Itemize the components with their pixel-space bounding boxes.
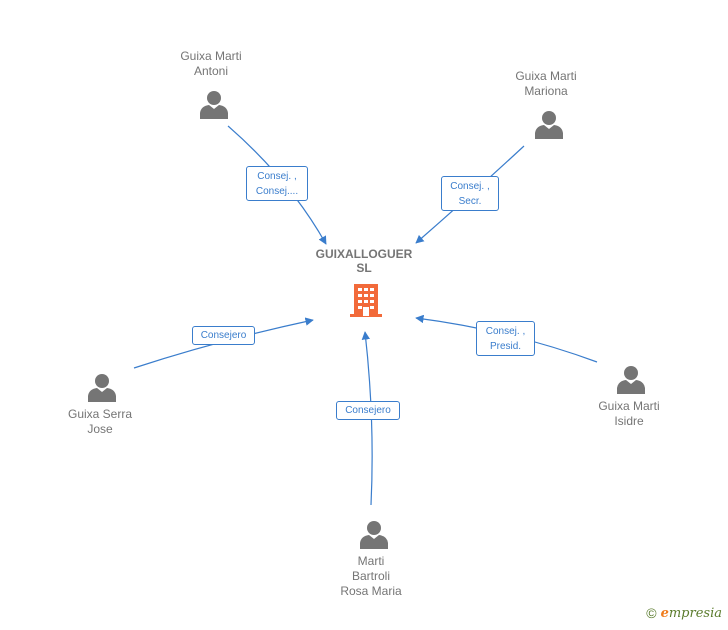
person-name-rosa[interactable]: Marti Bartroli Rosa Maria — [311, 554, 431, 599]
building-icon[interactable] — [350, 283, 382, 318]
edge-label-rosa[interactable]: Consejero — [336, 401, 400, 420]
edge-label-line: Consej. , — [257, 171, 297, 182]
person-name-line: Mariona — [524, 84, 568, 98]
edge-label-isidre[interactable]: Consej. , Presid. — [476, 321, 535, 356]
company-name[interactable]: GUIXALLOGUER SL — [300, 247, 428, 275]
person-name-isidre[interactable]: Guixa Marti Isidre — [569, 399, 689, 429]
edge-label-antoni[interactable]: Consej. , Consej.... — [246, 166, 308, 201]
person-name-line: Marti — [357, 554, 385, 568]
brand-rest: mpresia — [668, 605, 722, 621]
person-name-mariona[interactable]: Guixa Marti Mariona — [486, 69, 606, 99]
person-icon[interactable] — [199, 90, 229, 119]
person-name-line: Guixa Serra — [67, 407, 133, 421]
edge-label-line: Consejero — [345, 405, 391, 416]
person-name-line: Guixa Marti — [598, 399, 660, 413]
person-name-line: Jose — [87, 422, 113, 436]
person-name-line: Bartroli — [351, 569, 390, 583]
person-name-line: Guixa Marti — [515, 69, 577, 83]
person-icon[interactable] — [87, 373, 117, 402]
company-name-line2: SL — [356, 261, 372, 275]
edge-label-line: Consejero — [200, 330, 247, 341]
brand-initial: e — [660, 605, 669, 621]
person-icon[interactable] — [616, 365, 646, 394]
edge-label-jose[interactable]: Consejero — [192, 326, 255, 345]
brand-logo[interactable]: empresia — [661, 606, 722, 621]
copyright-symbol: © — [646, 605, 657, 621]
edge-label-line: Secr. — [458, 196, 482, 207]
edge-label-line: Consej. , — [450, 181, 490, 192]
person-name-line: Isidre — [614, 414, 644, 428]
edge-label-line: Consej. , — [485, 326, 526, 337]
person-name-line: Guixa Marti — [180, 49, 242, 63]
edge-label-line: Presid. — [489, 341, 522, 352]
edge-label-mariona[interactable]: Consej. , Secr. — [441, 176, 499, 211]
person-icon[interactable] — [359, 520, 389, 549]
person-name-jose[interactable]: Guixa Serra Jose — [40, 407, 160, 437]
person-name-line: Rosa Maria — [340, 584, 402, 598]
footer-brand: © empresia — [646, 605, 722, 621]
person-icon[interactable] — [534, 110, 564, 139]
person-name-line: Antoni — [193, 64, 229, 78]
edge-label-line: Consej.... — [255, 186, 299, 197]
company-name-line1: GUIXALLOGUER — [315, 247, 413, 261]
person-name-antoni[interactable]: Guixa Marti Antoni — [151, 49, 271, 79]
